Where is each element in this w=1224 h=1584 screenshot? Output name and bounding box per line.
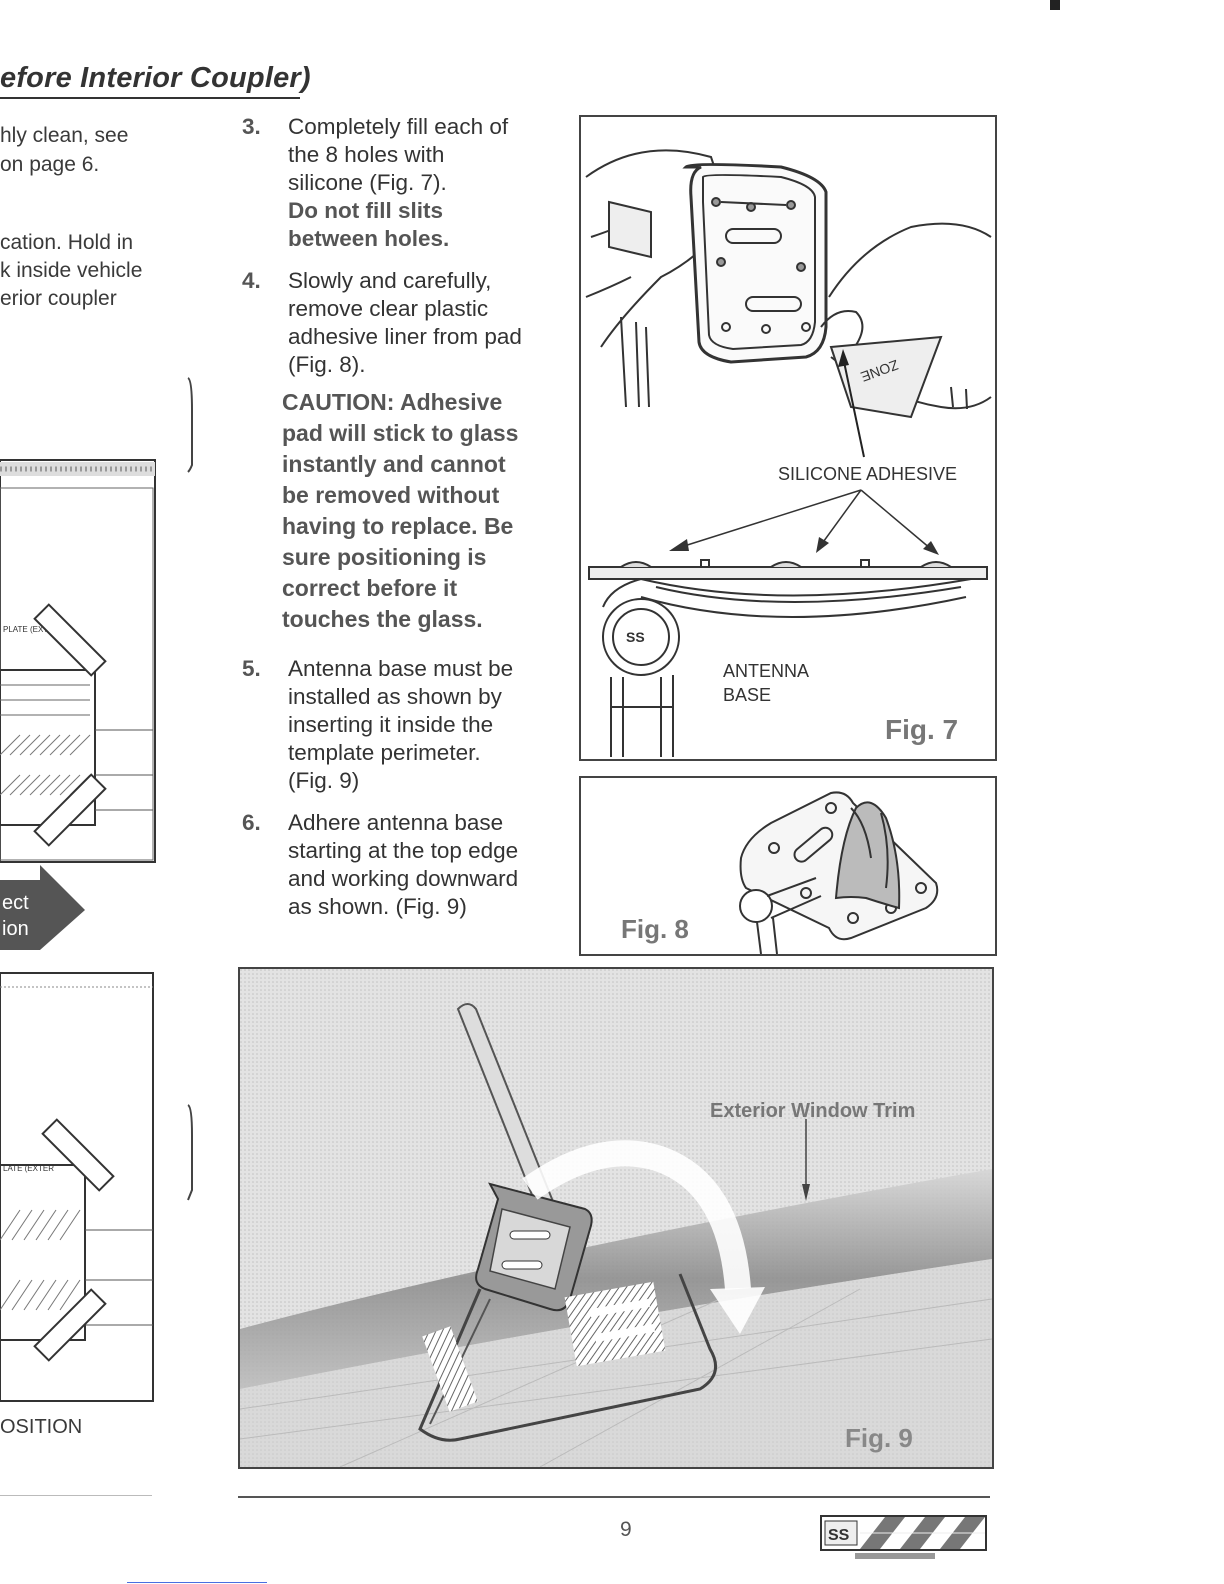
caution-line: CAUTION: Adhesive bbox=[282, 389, 503, 415]
footer-rule bbox=[238, 1496, 990, 1498]
caution-line: touches the glass. bbox=[282, 606, 483, 632]
position-caption: OSITION bbox=[0, 1416, 83, 1438]
page-number: 9 bbox=[620, 1518, 632, 1541]
figure-label: Fig. 8 bbox=[621, 914, 689, 944]
left-text-fragment: erior coupler bbox=[0, 287, 117, 310]
step-line: template perimeter. bbox=[288, 740, 481, 765]
position-arrow-text: ion bbox=[2, 918, 29, 940]
step-line: silicone (Fig. 7). bbox=[288, 170, 447, 195]
left-text-fragment: cation. Hold in bbox=[0, 231, 134, 254]
step-number: 6. bbox=[242, 810, 261, 835]
footer-link-rule bbox=[127, 1582, 267, 1583]
silicone-adhesive-label: SILICONE ADHESIVE bbox=[778, 464, 957, 484]
step-line: (Fig. 8). bbox=[288, 352, 366, 377]
step-line: as shown. (Fig. 9) bbox=[288, 894, 467, 919]
left-text-fragment: hly clean, see bbox=[0, 124, 129, 147]
window-trim-label: Exterior Window Trim bbox=[710, 1100, 915, 1122]
step-bold-line: between holes. bbox=[288, 226, 450, 251]
caution-line: be removed without bbox=[282, 482, 500, 508]
template-label: LATE (EXTER bbox=[3, 1164, 54, 1173]
page-heading: efore Interior Coupler) bbox=[0, 62, 311, 94]
template-illustration-bottom: LATE (EXTER bbox=[0, 972, 193, 1402]
step-line: and working downward bbox=[288, 866, 519, 891]
figure-label: Fig. 9 bbox=[845, 1423, 913, 1453]
step-3: 3. Completely fill each of the 8 holes w… bbox=[242, 113, 562, 253]
left-text-fragment: k inside vehicle bbox=[0, 259, 143, 282]
svg-text:SS: SS bbox=[828, 1527, 850, 1544]
left-text-fragment: on page 6. bbox=[0, 153, 100, 176]
caution-line: correct before it bbox=[282, 575, 458, 601]
step-number: 5. bbox=[242, 656, 261, 681]
step-line: adhesive liner from pad bbox=[288, 324, 522, 349]
figure-7-illustration: ZONE SILICONE ADHESIVE SS ANTENNA BASE F… bbox=[585, 149, 992, 757]
figure-9: Exterior Window Trim Fig. 9 bbox=[238, 967, 994, 1469]
caution-line: pad will stick to glass bbox=[282, 420, 519, 446]
step-number: 4. bbox=[242, 268, 261, 293]
position-arrow-text: ect bbox=[2, 892, 29, 914]
heading-underline bbox=[0, 97, 300, 99]
svg-text:SS: SS bbox=[626, 629, 645, 645]
caution-line: instantly and cannot bbox=[282, 451, 506, 477]
step-line: Adhere antenna base bbox=[288, 810, 504, 835]
step-bold-line: Do not fill slits bbox=[288, 198, 443, 223]
corner-mark bbox=[1050, 0, 1060, 10]
brand-logo: SS bbox=[820, 1515, 987, 1559]
left-bottom-rule bbox=[0, 1495, 152, 1496]
step-line: installed as shown by bbox=[288, 684, 502, 709]
step-line: the 8 holes with bbox=[288, 142, 445, 167]
step-line: (Fig. 9) bbox=[288, 768, 360, 793]
figure-label: Fig. 7 bbox=[885, 714, 958, 745]
figure-7: ZONE SILICONE ADHESIVE SS ANTENNA BASE F… bbox=[579, 115, 997, 761]
antenna-label: ANTENNA bbox=[723, 661, 809, 681]
step-5: 5. Antenna base must be installed as sho… bbox=[242, 655, 562, 795]
figure-8-illustration: Fig. 8 bbox=[621, 791, 939, 955]
figure-9-illustration: Exterior Window Trim Fig. 9 bbox=[240, 969, 992, 1467]
step-line: Antenna base must be bbox=[288, 656, 514, 681]
step-number: 3. bbox=[242, 114, 261, 139]
template-label: PLATE (EXTER bbox=[3, 625, 60, 634]
step-line: starting at the top edge bbox=[288, 838, 519, 863]
step-line: Completely fill each of bbox=[288, 114, 509, 139]
figure-8: Fig. 8 bbox=[579, 776, 997, 956]
step-line: Slowly and carefully, bbox=[288, 268, 492, 293]
antenna-label: BASE bbox=[723, 685, 771, 705]
step-4: 4. Slowly and carefully, remove clear pl… bbox=[242, 267, 562, 379]
step-line: remove clear plastic bbox=[288, 296, 489, 321]
caution-line: sure positioning is bbox=[282, 544, 487, 570]
caution-line: having to replace. Be bbox=[282, 513, 514, 539]
template-illustration-top: PLATE (EXTER bbox=[0, 377, 193, 950]
step-line: inserting it inside the bbox=[288, 712, 494, 737]
caution-note: CAUTION: Adhesive pad will stick to glas… bbox=[282, 387, 572, 635]
step-6: 6. Adhere antenna base starting at the t… bbox=[242, 809, 562, 921]
